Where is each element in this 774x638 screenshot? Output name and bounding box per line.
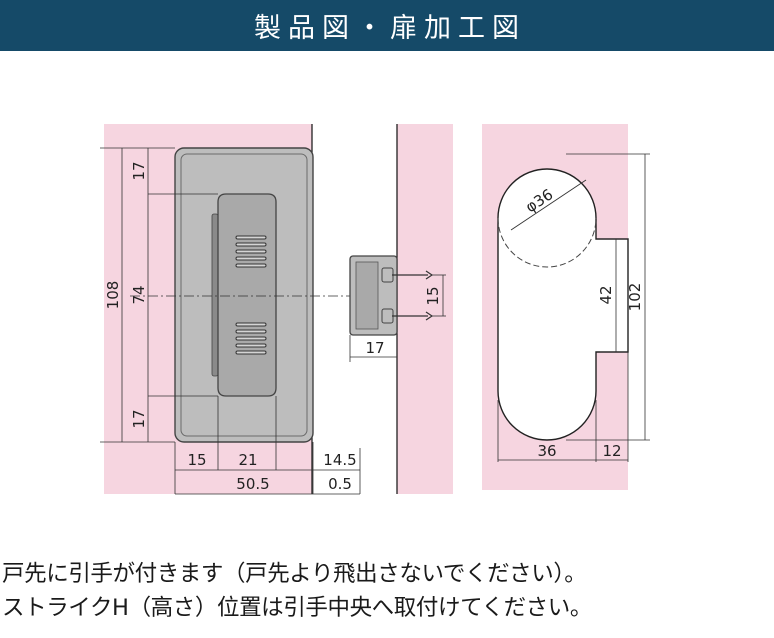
dim-front-height-total: 108 xyxy=(104,281,122,310)
notes: 戸先に引手が付きます（戸先より飛出さないでください）。 ストライクH（高さ）位置… xyxy=(2,557,774,625)
dim-front-middle: 74 xyxy=(130,285,148,304)
dim-width-total: 50.5 xyxy=(236,475,269,493)
dim-width-handle: 21 xyxy=(238,451,257,469)
header-bar: 製品図・扉加工図 xyxy=(0,0,774,51)
technical-drawing: 108 17 74 17 15 21 14.5 50.5 0.5 xyxy=(100,124,650,495)
vent-grille-bottom xyxy=(235,322,267,355)
dim-width-left: 15 xyxy=(187,451,206,469)
dim-front-bottom: 17 xyxy=(130,409,148,428)
dim-strike-depth: 17 xyxy=(365,339,384,357)
product-slot xyxy=(211,213,219,377)
vent-grille-top xyxy=(235,235,267,268)
dim-hole-offset: 12 xyxy=(602,442,621,460)
cutout-view: φ36 42 102 36 12 xyxy=(482,124,650,490)
dim-front-top: 17 xyxy=(130,161,148,180)
note-line-1: 戸先に引手が付きます（戸先より飛出さないでください）。 xyxy=(2,561,587,587)
door-cutout xyxy=(497,168,629,441)
page-title: 製品図・扉加工図 xyxy=(254,13,526,44)
dim-hole-total-height: 102 xyxy=(626,283,644,312)
pull-handle xyxy=(217,193,277,397)
dim-hole-width: 36 xyxy=(537,442,556,460)
frame-panel-side xyxy=(397,124,453,494)
dim-gap: 0.5 xyxy=(328,475,352,493)
front-view: 108 17 74 17 15 21 14.5 50.5 0.5 xyxy=(100,124,400,495)
product-body-inner xyxy=(180,153,308,437)
hole-circle-dashed xyxy=(497,217,597,268)
dim-hole-spacing: 42 xyxy=(597,285,615,304)
side-view: 15 17 xyxy=(349,124,453,494)
dim-width-right: 14.5 xyxy=(323,451,356,469)
dim-strike-height: 15 xyxy=(424,286,442,305)
note-line-2: ストライクH（高さ）位置は引手中央へ取付けてください。 xyxy=(2,595,592,621)
